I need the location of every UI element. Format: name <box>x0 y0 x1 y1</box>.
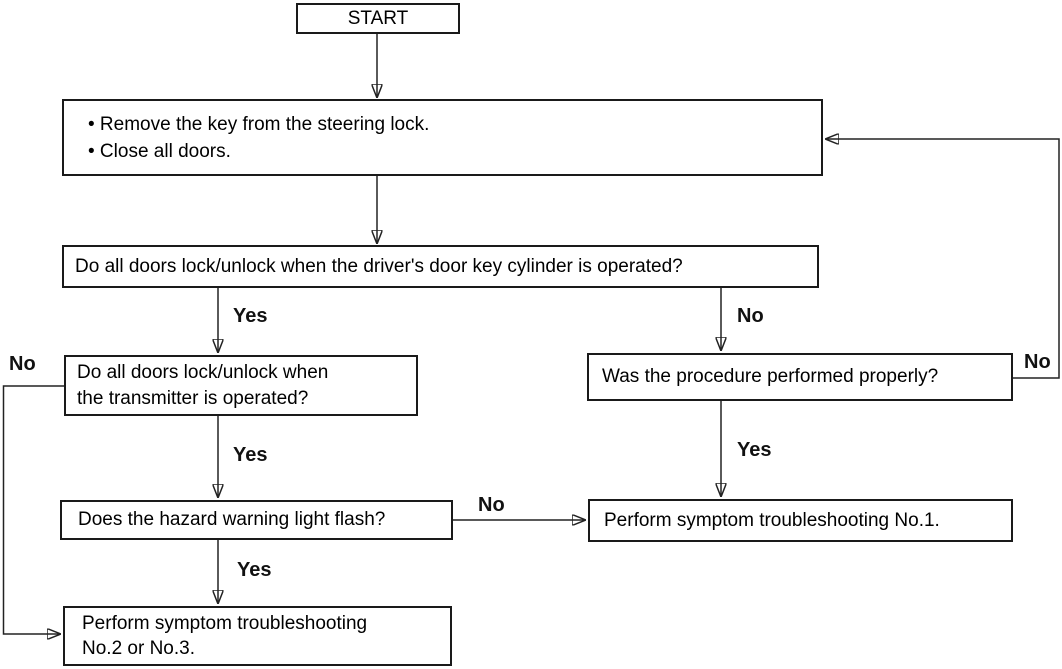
branch-label-hazard-yes: Yes <box>237 559 272 581</box>
node-troubleshooting-no2-no3-line-2: No.2 or No.3. <box>82 638 195 659</box>
branch-label-transmitter-no: No <box>9 353 36 375</box>
node-transmitter-question: Do all doors lock/unlock when the transm… <box>64 355 418 416</box>
node-start-label: START <box>347 7 409 29</box>
node-troubleshooting-no2-no3-line-1: Perform symptom troubleshooting <box>82 613 368 634</box>
node-troubleshooting-no1: Perform symptom troubleshooting No.1. <box>588 499 1013 542</box>
node-troubleshooting-no2-no3: Perform symptom troubleshooting No.2 or … <box>63 606 452 666</box>
branch-label-hazard-no: No <box>478 494 505 516</box>
connector-transmitter-no-loop-to-troubleshooting23 <box>2 385 64 634</box>
node-transmitter-question-line-2: the transmitter is operated? <box>77 387 309 409</box>
branch-label-procedure-yes: Yes <box>737 439 772 461</box>
node-key-cylinder-question-text: Do all doors lock/unlock when the driver… <box>75 255 683 277</box>
node-prepare-line-1: • Remove the key from the steering lock. <box>88 113 430 135</box>
branch-label-transmitter-yes: Yes <box>233 444 268 466</box>
connector-procedure-no-loop-to-prepare <box>827 139 1060 379</box>
branch-label-procedure-no: No <box>1024 351 1051 373</box>
node-procedure-question: Was the procedure performed properly? <box>587 353 1013 401</box>
node-procedure-question-text: Was the procedure performed properly? <box>602 366 939 387</box>
node-hazard-question: Does the hazard warning light flash? <box>60 500 453 540</box>
node-key-cylinder-question: Do all doors lock/unlock when the driver… <box>62 245 819 288</box>
node-transmitter-question-line-1: Do all doors lock/unlock when <box>77 361 329 383</box>
branch-label-key-cylinder-no: No <box>737 305 764 327</box>
node-prepare: • Remove the key from the steering lock.… <box>62 99 823 176</box>
node-start: START <box>296 3 460 34</box>
node-hazard-question-text: Does the hazard warning light flash? <box>78 509 386 530</box>
node-troubleshooting-no1-text: Perform symptom troubleshooting No.1. <box>604 509 940 531</box>
node-prepare-line-2: • Close all doors. <box>88 140 231 162</box>
branch-label-key-cylinder-yes: Yes <box>233 305 268 327</box>
